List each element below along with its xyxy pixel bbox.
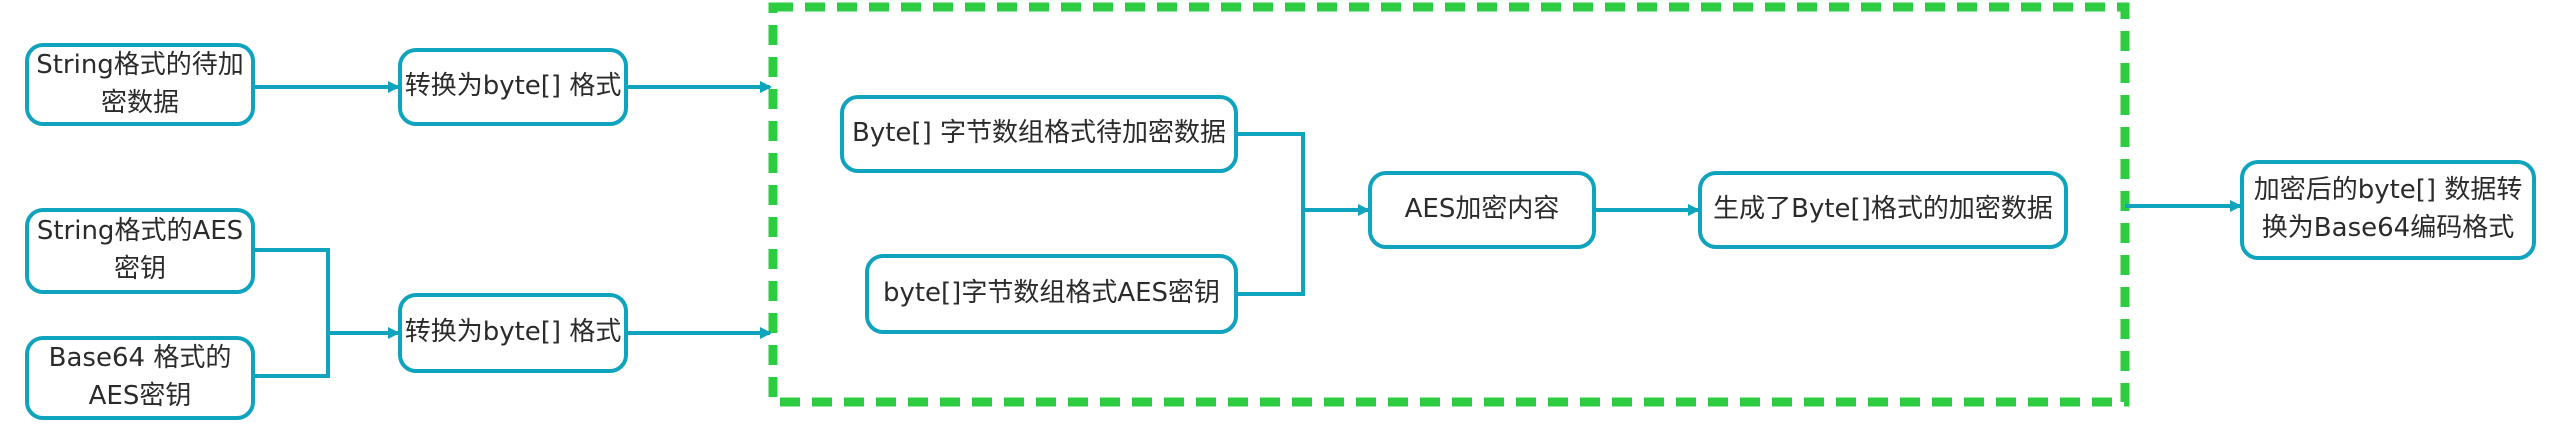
edge-byte-data-to-aes xyxy=(1238,132,1305,210)
node-string-plaintext: String格式的待加 密数据 xyxy=(25,43,255,126)
node-convert-to-bytes-top: 转换为byte[] 格式 xyxy=(398,48,628,126)
node-string-aes-key-line-2: 密钥 xyxy=(113,254,166,284)
edge-str-key-to-merge xyxy=(255,248,330,333)
node-base64-aes-key-line-2: AES密钥 xyxy=(88,381,192,411)
node-byte-array-plaintext: Byte[] 字节数组格式待加密数据 xyxy=(840,95,1238,173)
node-string-aes-key: String格式的AES 密钥 xyxy=(25,208,255,294)
node-convert-to-bytes-bottom: 转换为byte[] 格式 xyxy=(398,293,628,373)
node-aes-encrypt: AES加密内容 xyxy=(1368,171,1596,249)
node-base64-aes-key-line-1: Base64 格式的 xyxy=(48,343,232,374)
node-convert-to-base64-line-2: 换为Base64编码格式 xyxy=(2261,213,2515,243)
node-base64-aes-key: Base64 格式的 AES密钥 xyxy=(25,336,255,420)
edge-b64-key-to-merge xyxy=(255,333,330,378)
node-convert-to-bytes-bottom-label: 转换为byte[] 格式 xyxy=(404,317,622,348)
node-byte-array-plaintext-label: Byte[] 字节数组格式待加密数据 xyxy=(852,118,1226,149)
node-generated-byte-ciphertext-label: 生成了Byte[]格式的加密数据 xyxy=(1713,194,2053,225)
node-convert-to-bytes-top-label: 转换为byte[] 格式 xyxy=(404,71,622,102)
node-convert-to-base64: 加密后的byte[] 数据转 换为Base64编码格式 xyxy=(2240,160,2536,260)
node-aes-encrypt-label: AES加密内容 xyxy=(1404,194,1560,225)
node-byte-array-aes-key: byte[]字节数组格式AES密钥 xyxy=(865,254,1238,334)
node-string-plaintext-line-1: String格式的待加 xyxy=(36,49,244,80)
edge-byte-key-to-aes xyxy=(1238,210,1305,296)
node-convert-to-base64-line-1: 加密后的byte[] 数据转 xyxy=(2253,175,2523,206)
node-generated-byte-ciphertext: 生成了Byte[]格式的加密数据 xyxy=(1698,171,2068,249)
node-byte-array-aes-key-label: byte[]字节数组格式AES密钥 xyxy=(882,278,1221,309)
node-string-plaintext-line-2: 密数据 xyxy=(101,87,180,118)
node-string-aes-key-line-1: String格式的AES xyxy=(36,216,244,247)
